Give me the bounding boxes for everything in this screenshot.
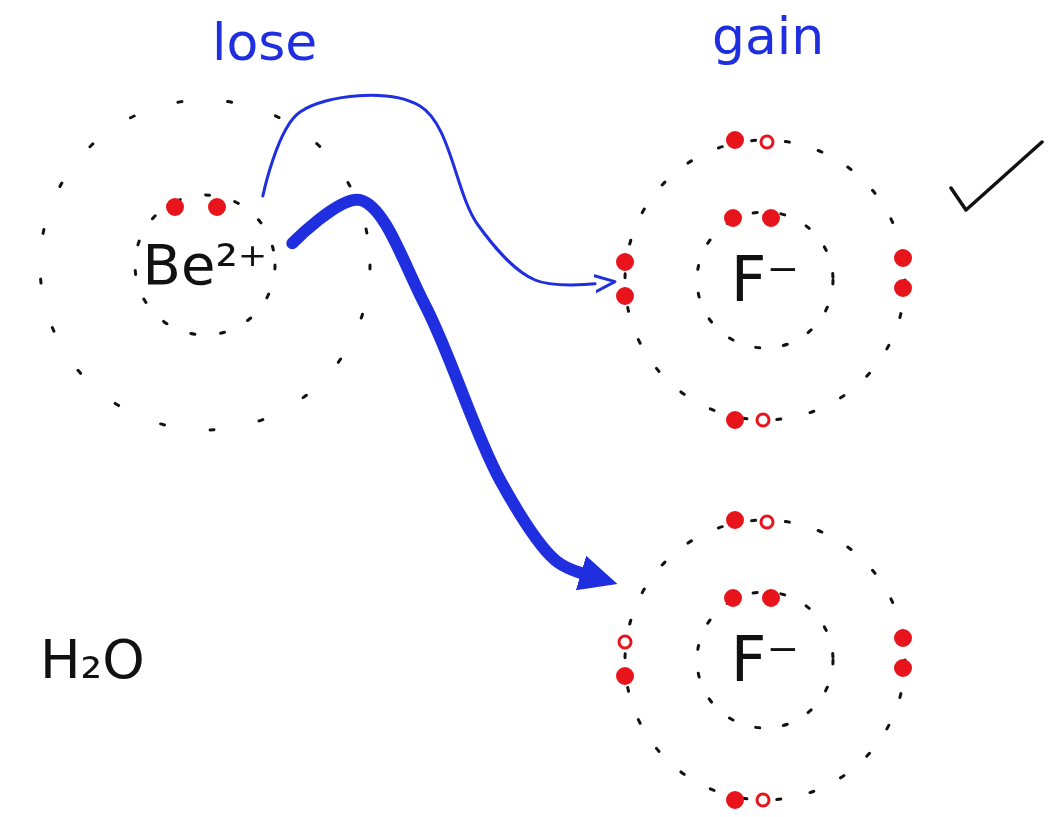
electron-dot (764, 211, 779, 226)
ion-symbol: Be²⁺ (143, 234, 268, 296)
electron-dot (618, 289, 633, 304)
electron-dot (761, 136, 773, 148)
ion-symbol: F⁻ (731, 626, 799, 694)
shell-ring (625, 520, 905, 800)
electron-dot (210, 200, 225, 215)
electron-dot (728, 513, 743, 528)
electron-dot (728, 413, 743, 428)
electron-dot (726, 211, 741, 226)
shell-ring (135, 195, 275, 335)
electron-transfer-arrow (263, 95, 595, 285)
note-label: gain (712, 8, 824, 65)
electron-dot (896, 661, 911, 676)
ion-node: Be²⁺ (115, 175, 295, 355)
electron-dot (896, 251, 911, 266)
shell-ring (625, 140, 905, 420)
ion-symbol: F⁻ (731, 246, 799, 314)
electron-dot (896, 281, 911, 296)
electron-dot (728, 793, 743, 808)
check-mark (951, 142, 1042, 210)
electron-dot (761, 516, 773, 528)
electron-dot (168, 200, 183, 215)
shell-ring (697, 592, 833, 728)
electron-dot (896, 631, 911, 646)
electron-dot (764, 591, 779, 606)
electron-dot (618, 255, 633, 270)
electron-dot (726, 591, 741, 606)
electron-dot (728, 133, 743, 148)
shell-ring (697, 212, 833, 348)
electron-dot (757, 794, 769, 806)
note-label: lose (212, 14, 317, 71)
ion-node: F⁻ (617, 132, 913, 428)
ion-node: F⁻ (617, 512, 913, 808)
shell-ring (40, 100, 370, 430)
note-label: H₂O (40, 630, 145, 689)
electron-dot (619, 636, 631, 648)
electron-dot (618, 669, 633, 684)
electron-transfer-arrow (292, 200, 581, 573)
electron-dot (757, 414, 769, 426)
